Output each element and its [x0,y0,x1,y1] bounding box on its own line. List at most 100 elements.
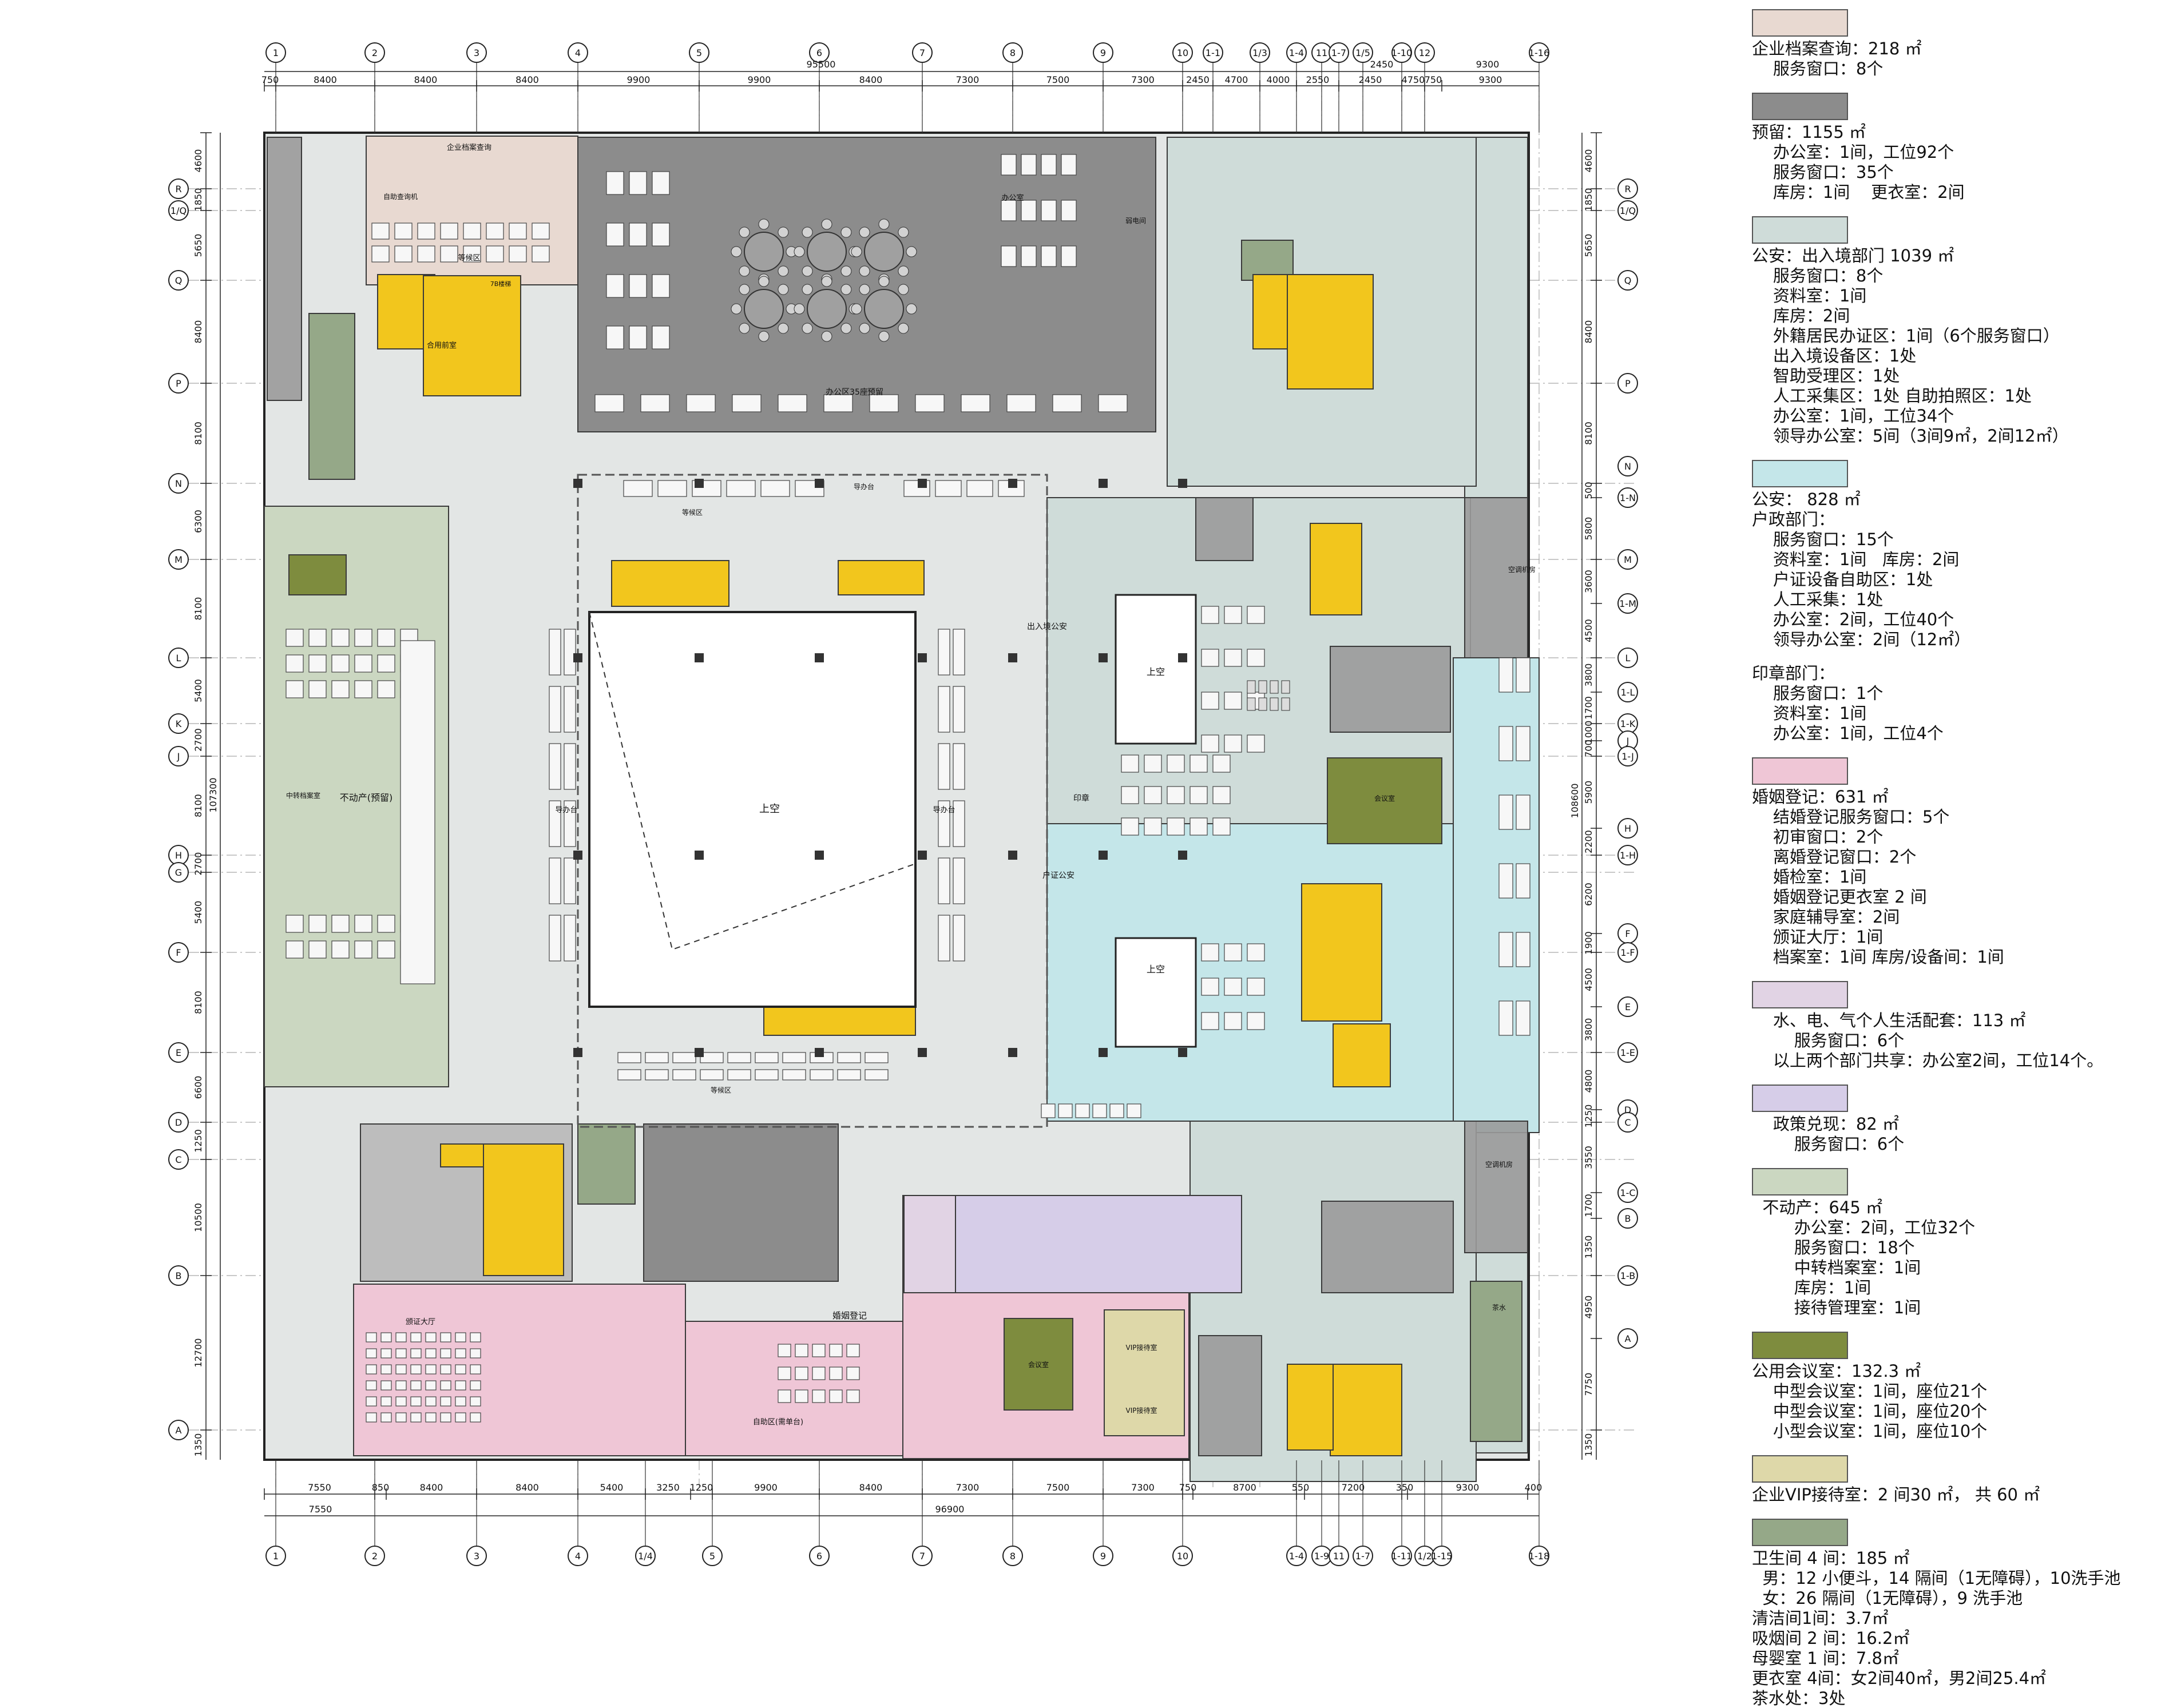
wc-west [308,313,355,480]
axis-bottom-1/4 [635,1546,656,1566]
legend-item-detail: 小型会议室：1间，座位10个 [1752,1421,1988,1441]
axis-right-1-J [1617,746,1638,766]
desk [1247,734,1265,753]
dim-left-8: 2700 [193,728,204,752]
dim-right-20: 1250 [1583,1105,1594,1128]
legend-item-detail: 服务窗口：35个 [1752,162,1894,182]
desk [308,654,327,673]
chair [878,276,890,287]
desk [672,1069,696,1081]
axis-left-L-label: L [176,653,181,664]
axis-bottom-7 [912,1546,933,1566]
axis-left-P-label: P [176,378,181,389]
stair-core [1333,1023,1391,1087]
desk [1247,606,1265,624]
label-elevator-nw: 7B楼梯 [490,280,511,288]
desk [1212,786,1231,804]
desk [410,1348,422,1359]
axis-right-1-C-label: 1-C [1620,1187,1635,1198]
legend-item-detail: 接待管理室：1间 [1752,1298,1921,1317]
desk [1498,932,1513,967]
desk [1167,754,1185,773]
dim-right-3: 8400 [1583,320,1594,344]
desk [1144,817,1162,836]
legend-swatch [1752,981,1848,1008]
desk [846,1389,860,1403]
desk [778,394,807,412]
axis-right-A [1617,1328,1638,1349]
legend-item-detail: 服务窗口：8个 [1752,266,1884,285]
desk [440,1364,451,1375]
desk [652,274,670,298]
desk [961,394,990,412]
axis-bottom-1-11 [1391,1546,1412,1566]
axis-right-M-label: M [1624,554,1632,565]
desk [1516,863,1530,899]
legend-item-detail: 办公室：2间，工位32个 [1752,1218,1976,1237]
axis-left-B-label: B [176,1270,182,1281]
stair-core [1310,523,1362,615]
axis-bottom-2 [364,1546,385,1566]
desk [395,1380,407,1391]
dim-top-1: 8400 [314,74,337,85]
desk [755,1069,779,1081]
desk [331,940,350,959]
desk [846,1344,860,1357]
dim-bottom-2: 8400 [420,1482,443,1493]
desk [377,915,395,933]
desk [755,1052,779,1063]
axis-left-K [168,713,189,734]
desk [810,1069,834,1081]
axis-right-R-label: R [1624,184,1631,194]
structural-column [695,851,704,860]
structural-column [695,479,704,488]
structural-column [815,1048,824,1057]
chair [840,284,852,295]
axis-right-L-label: L [1625,653,1631,664]
dim-top-right: 9300 [1476,59,1500,70]
desk [953,686,965,733]
axis-bottom-1-7-label: 1-7 [1355,1551,1370,1562]
desk [1001,200,1017,221]
axis-top-3 [466,42,487,63]
desk [652,325,670,349]
desk [938,857,950,904]
axis-bottom-1 [265,1546,286,1566]
plan-details [286,154,1530,1423]
axis-right-1/Q [1617,200,1638,221]
toilet-stall [1270,680,1279,694]
axis-top-6-label: 6 [816,47,822,58]
legend-item-detail: 库房：2间 [1752,306,1850,325]
dim-right-12: 700 [1583,740,1594,757]
mechanical-room [1321,1201,1454,1293]
wc-northeast [1241,240,1294,281]
dim-left-16: 12700 [193,1338,204,1368]
chair [739,323,750,334]
dim-bottom-17: 9300 [1456,1482,1480,1493]
chair [859,265,870,277]
chair [898,227,909,238]
dim-right-18: 3800 [1583,1018,1594,1042]
axis-bottom-5-label: 5 [709,1551,715,1562]
desk [394,245,413,263]
marriage-west-zone [353,1284,686,1456]
label-office-reserved: 办公室 [1001,193,1024,202]
desk [1201,734,1219,753]
desk [549,743,561,790]
desk [1201,649,1219,667]
legend-item-title: 公用会议室：132.3 ㎡ [1752,1361,1921,1381]
axis-right-A-label: A [1625,1333,1631,1344]
dim-right-21: 3550 [1583,1146,1594,1169]
desk [1121,754,1139,773]
desk [1061,200,1077,221]
desk [425,1348,437,1359]
axis-right-C [1617,1112,1638,1133]
axis-top-5 [689,42,709,63]
desk [629,325,647,349]
dim-left-4: 8100 [193,422,204,445]
axis-right-Q-label: Q [1624,275,1632,286]
desk [395,1348,407,1359]
label-ac-room-e: 空调机房 [1508,565,1536,574]
axis-right-1-C [1617,1182,1638,1203]
desk [380,1412,392,1423]
